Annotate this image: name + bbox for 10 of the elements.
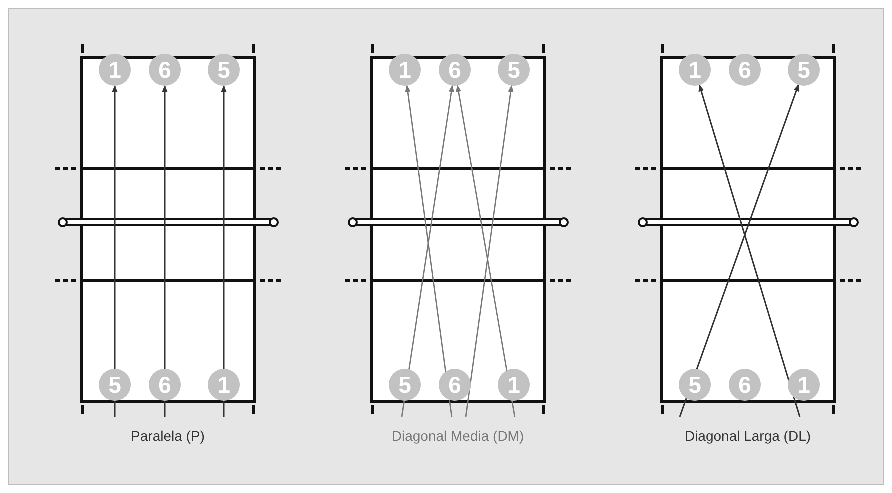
- arrow: [221, 85, 227, 417]
- arrow: [679, 84, 800, 418]
- caption: Paralela (P): [130, 428, 206, 444]
- arrow: [162, 85, 168, 417]
- arrow: [465, 85, 514, 418]
- caption: Diagonal Larga (DL): [684, 428, 812, 444]
- arrow: [456, 85, 516, 418]
- caption: Diagonal Media (DM): [390, 428, 526, 444]
- arrow: [698, 84, 801, 418]
- arrow: [112, 85, 118, 417]
